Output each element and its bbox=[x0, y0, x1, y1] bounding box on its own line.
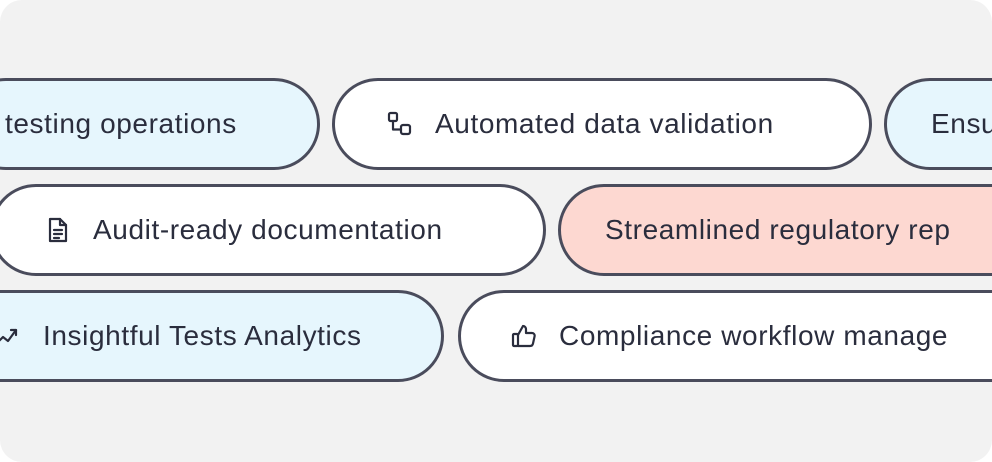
thumbs-up-icon bbox=[509, 321, 539, 351]
document-icon bbox=[43, 215, 73, 245]
pill-label: Automated data validation bbox=[435, 108, 774, 139]
pill-insightful-tests-analytics: Insightful Tests Analytics bbox=[0, 290, 444, 382]
pill-label: Insightful Tests Analytics bbox=[43, 320, 362, 351]
chart-icon bbox=[0, 321, 21, 351]
pill-compliance-workflow-management: Compliance workflow manage bbox=[458, 290, 992, 382]
pill-testing-operations: testing operations bbox=[0, 78, 320, 170]
pill-automated-data-validation: Automated data validation bbox=[332, 78, 872, 170]
pill-streamlined-regulatory-reporting: Streamlined regulatory rep bbox=[558, 184, 992, 276]
pill-label: Audit-ready documentation bbox=[93, 214, 443, 245]
pill-label: Ensu bbox=[931, 108, 992, 139]
pill-label: Compliance workflow manage bbox=[559, 320, 949, 351]
link-nodes-icon bbox=[385, 109, 415, 139]
pill-label: Streamlined regulatory rep bbox=[605, 214, 951, 245]
pill-label: testing operations bbox=[5, 108, 237, 139]
pill-ensure: Ensu bbox=[884, 78, 992, 170]
pill-audit-ready-documentation: Audit-ready documentation bbox=[0, 184, 546, 276]
